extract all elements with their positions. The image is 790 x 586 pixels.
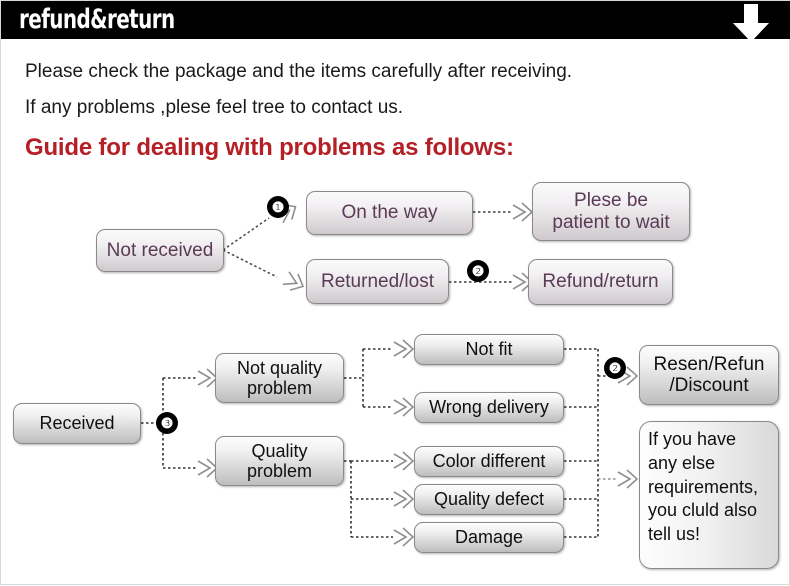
flow-box-received[interactable]: Received xyxy=(13,403,141,444)
flow-box-not-quality-problem[interactable]: Not quality problem xyxy=(215,353,344,403)
flow-box-on-the-way[interactable]: On the way xyxy=(306,191,473,235)
flow-box-not-received[interactable]: Not received xyxy=(96,229,224,272)
note-line-4: you cluld also xyxy=(648,500,758,521)
flow-box-label: Refund/return xyxy=(542,271,659,293)
flow-box-leaf-color-different[interactable]: Color different xyxy=(414,446,564,477)
flow-box-label: Returned/lost xyxy=(320,270,434,292)
flow-box-leaf-not-fit[interactable]: Not fit xyxy=(414,334,564,365)
page-header: refund&return xyxy=(1,1,790,42)
page-title: refund&return xyxy=(19,4,175,35)
note-line-2: any else xyxy=(648,452,716,473)
guide-heading: Guide for dealing with problems as follo… xyxy=(25,134,514,161)
flow-box-please-be-patient[interactable]: Plese be patient to wait xyxy=(532,182,690,241)
flow-box-label: Not fit xyxy=(465,339,513,360)
intro-line-1: Please check the package and the items c… xyxy=(25,61,573,82)
flow-box-label-line-2: problem xyxy=(246,378,313,398)
flow-box-label: Quality defect xyxy=(433,489,545,510)
flow-box-leaf-wrong-delivery[interactable]: Wrong delivery xyxy=(414,392,564,423)
flow-box-label: On the way xyxy=(341,202,438,224)
flow-box-returned-lost[interactable]: Returned/lost xyxy=(306,259,449,304)
flow-box-label-line-2: problem xyxy=(246,461,313,481)
intro-line-2: If any problems ,plese feel tree to cont… xyxy=(25,97,404,118)
flow-box-label: Not received xyxy=(106,239,214,261)
flow-box-label-line-2: patient to wait xyxy=(552,211,670,233)
note-line-1: If you have xyxy=(648,429,737,449)
flow-box-leaf-damage[interactable]: Damage xyxy=(414,522,564,553)
flow-box-label: Wrong delivery xyxy=(429,397,549,418)
flow-box-label-line-1: Plese be xyxy=(574,190,648,212)
flow-box-label: Received xyxy=(39,413,115,434)
flow-box-quality-problem[interactable]: Quality problem xyxy=(215,436,344,486)
step-badge-1: ❶ xyxy=(267,196,289,218)
note-line-3: requirements, xyxy=(648,476,759,497)
flow-box-label-line-2: /Discount xyxy=(669,375,749,396)
flow-box-resend-refund-discount[interactable]: Resen/Refun /Discount xyxy=(639,345,779,405)
flow-box-label-line-1: Quality xyxy=(251,440,308,461)
note-line-5: tell us! xyxy=(648,524,701,544)
step-badge-3: ❸ xyxy=(156,412,178,434)
flow-box-label-line-1: Not quality xyxy=(236,357,323,378)
flow-box-label-line-1: Resen/Refun xyxy=(653,353,765,375)
flow-box-label: Color different xyxy=(432,451,546,472)
flow-box-label: Damage xyxy=(454,527,524,548)
step-badge-2-top: ❷ xyxy=(467,260,489,282)
flow-box-extra-requirements-note[interactable]: If you have any else requirements, you c… xyxy=(639,421,779,569)
step-badge-2-bottom: ❷ xyxy=(604,357,626,379)
flow-box-leaf-quality-defect[interactable]: Quality defect xyxy=(414,484,564,515)
arrow-down-icon xyxy=(733,4,769,42)
flow-box-refund-return[interactable]: Refund/return xyxy=(528,259,673,305)
